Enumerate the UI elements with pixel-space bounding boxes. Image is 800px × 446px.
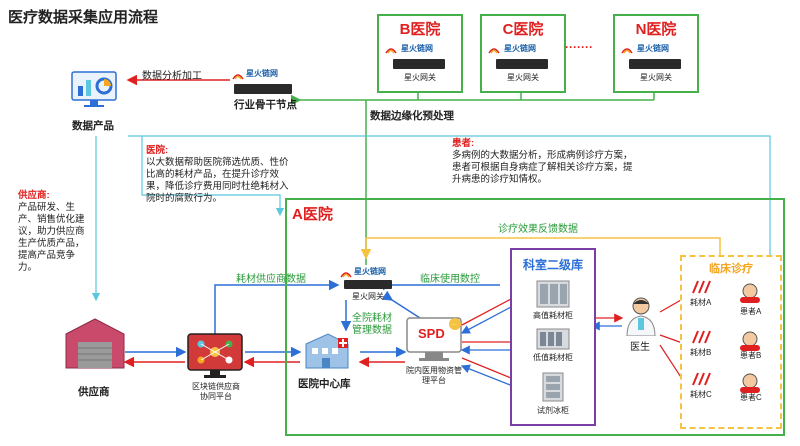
data-analysis-label: 数据分析加工 <box>142 71 202 82</box>
gateway-device-icon <box>344 280 392 289</box>
spark-chain-logo: 星火链网 <box>246 69 278 78</box>
page-title: 医疗数据采集应用流程 <box>8 9 159 26</box>
spd-monitor-icon: ··· <box>405 316 463 369</box>
hospital-b-title: B医院 <box>399 21 441 38</box>
gateway-device-icon <box>496 59 548 69</box>
reagent-fridge-icon <box>542 372 564 407</box>
edge-processing-label: 数据边缘化预处理 <box>370 110 454 122</box>
line-cyan-top <box>128 135 775 270</box>
hospital-c-title: C医院 <box>502 21 544 38</box>
supplier-label: 供应商 <box>78 386 110 398</box>
doctor-icon <box>624 296 658 341</box>
supplier-warehouse-icon <box>64 316 126 375</box>
patient-note-head: 患者: <box>452 138 475 149</box>
patient-label: 患者C <box>740 393 762 402</box>
spark-chain-logo: 星火链网 <box>354 267 386 276</box>
backbone-label: 行业骨干节点 <box>234 99 297 111</box>
backbone-device-icon <box>234 84 292 94</box>
hospital-note-body: 以大数据帮助医院筛选优质、性价比高的耗材产品，在提升诊疗效果，降低诊疗费用同时杜… <box>146 157 289 204</box>
svg-text:···: ··· <box>451 322 457 328</box>
consumable-c-icon <box>690 370 714 393</box>
consumable-label: 耗材B <box>690 348 712 357</box>
line-cyan-hospital <box>141 136 285 217</box>
gateway-device-icon <box>629 59 681 69</box>
hospital-n-title: N医院 <box>635 21 677 38</box>
gateway-label: 星火网关 <box>507 73 539 82</box>
gateway-label: 星火网关 <box>640 73 672 82</box>
patient-note: 患者: 多病例的大数据分析，形成病例诊疗方案，患者可根据自身病症了解相关诊疗方案… <box>452 138 637 186</box>
line-gateway-spd <box>381 290 421 319</box>
blockchain-caption: 区块链供应商协同平台 <box>192 382 240 401</box>
clinical-title: 临床诊疗 <box>709 263 753 275</box>
cabinet-label: 低值耗材柜 <box>533 353 573 362</box>
supplier-note: 供应商: 产品研发、生产、销售优化建议，助力供应商生产优质产品，提高产品竞争力。 <box>18 190 86 274</box>
patient-b-icon <box>736 330 764 357</box>
line-feedback <box>360 237 721 260</box>
wifi-icon <box>340 266 352 284</box>
spd-label: SPD <box>418 326 445 341</box>
hospital-a-title: A医院 <box>292 206 333 223</box>
spark-chain-logo: 星火链网 <box>401 44 433 53</box>
hospital-note: 医院: 以大数据帮助医院筛选优质、性价比高的耗材产品，在提升诊疗效果，降低诊疗费… <box>146 145 296 205</box>
patient-c-icon <box>736 372 764 399</box>
gateway-label: 星火网关 <box>352 292 384 301</box>
consumable-a-icon <box>690 278 714 301</box>
dept-store-title: 科室二级库 <box>522 258 583 272</box>
data-product-label: 数据产品 <box>72 120 114 132</box>
hospital-b-box: B医院 星火链网 星火网关 <box>377 14 463 93</box>
wifi-icon <box>488 42 500 60</box>
hospital-n-box: N医院 星火链网 星火网关 <box>613 14 699 93</box>
wifi-icon <box>232 68 244 86</box>
high-value-cabinet-icon <box>536 280 570 313</box>
blockchain-platform-icon <box>186 332 244 385</box>
patient-a-icon <box>736 282 764 309</box>
gateway-device-icon <box>393 59 445 69</box>
hospital-center-icon <box>302 330 352 377</box>
full-data-label: 全院耗材管理数据 <box>352 313 392 336</box>
hospital-c-box: C医院 星火链网 星火网关 <box>480 14 566 93</box>
cabinet-label: 试剂冰柜 <box>537 406 569 415</box>
hospital-note-head: 医院: <box>146 145 169 156</box>
consumable-label: 耗材A <box>690 298 712 307</box>
consumable-label: 耗材C <box>690 390 712 399</box>
spark-chain-logo: 星火链网 <box>637 44 669 53</box>
feedback-label: 诊疗效果反馈数据 <box>498 224 578 235</box>
spark-chain-logo: 星火链网 <box>504 44 536 53</box>
cabinet-label: 高值耗材柜 <box>533 311 573 320</box>
supplier-data-label: 耗材供应商数据 <box>236 274 306 285</box>
supplier-note-head: 供应商: <box>18 190 50 201</box>
line-supplier-gateway <box>214 279 340 345</box>
usage-label: 临床使用数控 <box>420 274 480 285</box>
gateway-label: 星火网关 <box>404 73 436 82</box>
ellipsis: ······· <box>565 40 593 54</box>
low-value-cabinet-icon <box>536 328 570 355</box>
spd-caption: 院内医用物资管理平台 <box>406 366 462 385</box>
supplier-note-body: 产品研发、生产、销售优化建议，助力供应商生产优质产品，提高产品竞争力。 <box>18 202 85 273</box>
hospital-a-box <box>285 198 785 436</box>
hospital-center-label: 医院中心库 <box>298 378 351 390</box>
dept-store-box: 科室二级库 高值耗材柜 低值耗材柜 试剂冰柜 <box>510 248 596 426</box>
doctor-label: 医生 <box>630 342 650 353</box>
patient-label: 患者B <box>740 351 762 360</box>
data-product-icon <box>70 70 118 115</box>
consumable-b-icon <box>690 328 714 351</box>
wifi-icon <box>385 42 397 60</box>
patient-note-body: 多病例的大数据分析，形成病例诊疗方案，患者可根据自身病症了解相关诊疗方案，提升病… <box>452 150 633 185</box>
patient-label: 患者A <box>740 307 762 316</box>
wifi-icon <box>621 42 633 60</box>
